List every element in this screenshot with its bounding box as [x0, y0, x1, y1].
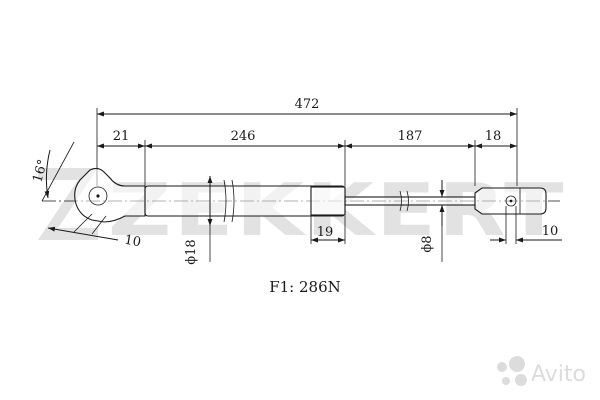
collar-width-dimension: 19	[310, 216, 346, 244]
left-eye-dimension: 10	[47, 213, 142, 251]
overall-length-label: 472	[295, 97, 320, 112]
left-socket-hole	[88, 186, 108, 206]
angle-arc	[44, 149, 51, 199]
left-end-label: 21	[113, 129, 130, 144]
avito-watermark: Avito	[497, 356, 586, 387]
rod-diameter-dimension: ϕ8	[420, 180, 445, 262]
left-eye-ext-2	[91, 215, 107, 235]
left-eye-dim-line	[47, 226, 119, 241]
left-socket-center	[96, 194, 100, 198]
left-eye-label: 10	[123, 233, 142, 251]
cylinder-break-mark	[223, 179, 235, 223]
right-end-label: 18	[485, 129, 502, 144]
avito-watermark-text: Avito	[531, 362, 586, 387]
angle-dimension: 16°	[30, 141, 75, 202]
force-label: F1: 286N	[269, 278, 341, 296]
cylinder-collar	[310, 186, 346, 216]
cylinder-diameter-label: ϕ18	[184, 239, 199, 264]
right-eye-dimension: 10	[490, 206, 562, 244]
collar-width-label: 19	[317, 225, 334, 240]
top-dimensions: 472 21 246 187 18	[96, 97, 518, 186]
rod-break-mark	[399, 190, 409, 212]
right-socket-center	[509, 199, 513, 203]
rod-length-label: 187	[398, 129, 423, 144]
cylinder-length-label: 246	[231, 129, 256, 144]
left-ball-socket	[74, 167, 146, 223]
left-eye-ext-1	[73, 213, 93, 233]
piston-rod	[344, 196, 476, 206]
mount-angle-label: 16°	[30, 158, 51, 184]
rod-diameter-label: ϕ8	[420, 235, 435, 252]
avito-logo-icon	[497, 356, 527, 386]
gas-spring	[74, 167, 547, 223]
right-eye-label: 10	[542, 224, 559, 239]
right-socket-hole	[505, 195, 517, 207]
cylinder-diameter-dimension: ϕ18	[184, 176, 213, 265]
